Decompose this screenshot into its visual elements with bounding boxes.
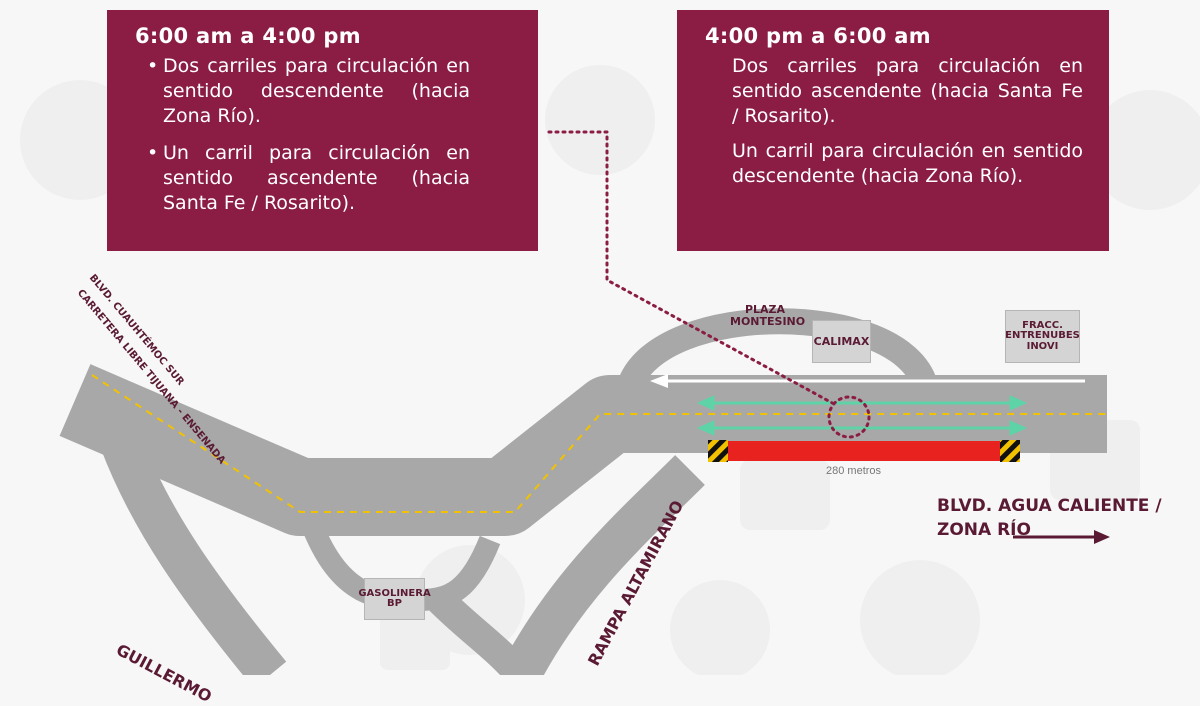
calimax-label: CALIMAX (813, 334, 870, 348)
calimax-marker: CALIMAX (812, 320, 871, 363)
road-label-line: ZONA RÍO (937, 519, 1031, 540)
closure-bar (728, 441, 1000, 461)
plaza-label-line: PLAZA (744, 303, 786, 316)
schedule-item: • Un carril para circulación en sentido … (135, 141, 470, 216)
schedule-item: • Dos carriles para circulación en senti… (135, 54, 470, 129)
zona-rio-arrow (1013, 530, 1110, 544)
schedule-title-morning: 6:00 am a 4:00 pm (135, 24, 361, 48)
schedule-title-evening: 4:00 pm a 6:00 am (705, 24, 931, 48)
ascending-direction-arrow (650, 374, 1085, 388)
lower-left-road (100, 432, 287, 675)
callout-leader (547, 130, 871, 439)
schedule-panel-morning: 6:00 am a 4:00 pm • Dos carriles para ci… (107, 10, 538, 251)
fracc-label-line: FRACC. (1022, 319, 1063, 331)
hazard-left (708, 440, 728, 462)
background-pattern (20, 65, 1200, 675)
lane-arrows (696, 395, 1028, 436)
gasolinera-label-line: GASOLINERA (358, 587, 431, 599)
bullet-icon: • (147, 142, 159, 164)
fracc-entrenubes-marker: FRACC. ENTRENUBES INOVI (1005, 310, 1080, 363)
schedule-item-text: Dos carriles para circulación en sentido… (732, 55, 1083, 127)
schedule-item-text: Dos carriles para circulación en sentido… (163, 55, 470, 127)
fracc-label-line: ENTRENUBES (1005, 330, 1080, 342)
rampa-altamirano-road (501, 455, 705, 675)
road-map (20, 65, 1200, 675)
bullet-icon: • (147, 55, 159, 77)
plaza-loop-road (617, 308, 938, 391)
closure-length-label: 280 metros (826, 465, 882, 477)
plaza-label-line: MONTESINO (730, 314, 806, 328)
schedule-item: Un carril para circulación en sentido de… (705, 139, 1083, 189)
gasolinera-label-line: BP (387, 598, 402, 609)
schedule-item-text: Un carril para circulación en sentido as… (163, 142, 470, 214)
lane-closure (708, 440, 1020, 462)
hazard-right (1000, 440, 1020, 462)
lower-connector-road (429, 589, 532, 675)
road-label-line: BLVD. AGUA CALIENTE / (937, 496, 1162, 516)
gasolinera-bp-marker: GASOLINERA BP (358, 578, 431, 620)
plaza-montesino-label: PLAZA MONTESINO (730, 303, 806, 328)
schedule-panel-evening: 4:00 pm a 6:00 am Dos carriles para circ… (677, 10, 1109, 251)
schedule-item: Dos carriles para circulación en sentido… (705, 54, 1083, 129)
schedule-item-text: Un carril para circulación en sentido de… (732, 140, 1083, 187)
agua-caliente-label: BLVD. AGUA CALIENTE / ZONA RÍO (937, 496, 1162, 540)
fracc-label-line: INOVI (1026, 340, 1059, 352)
